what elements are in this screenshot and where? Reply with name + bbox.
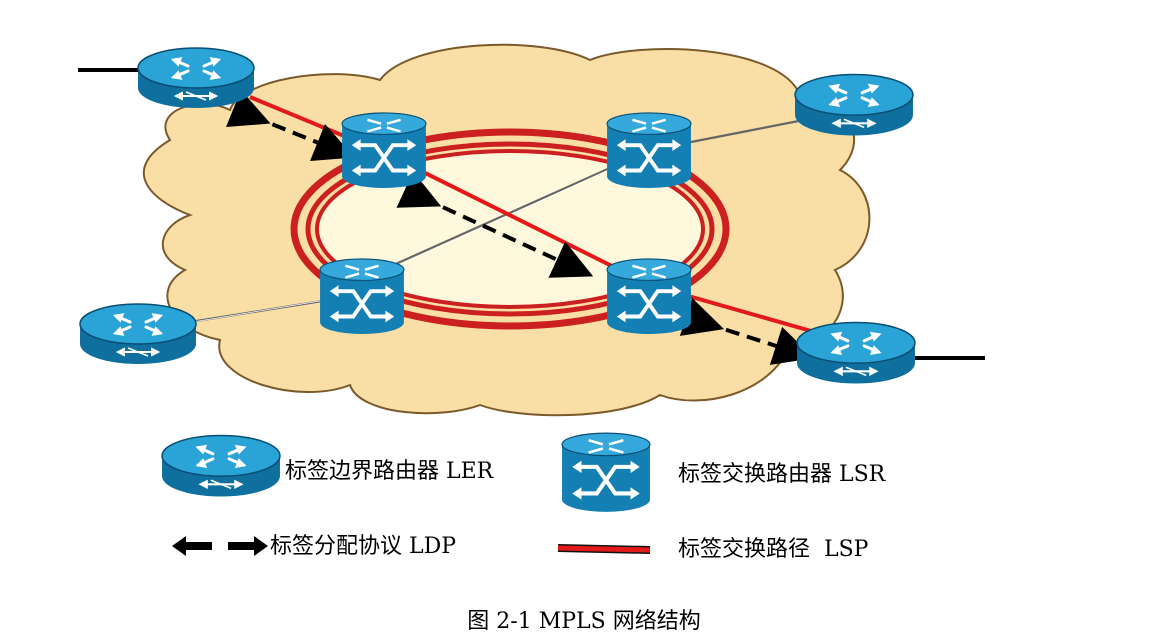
ler-router-bottom-right bbox=[795, 320, 917, 386]
legend-ler-label: 标签边界路由器 LER bbox=[285, 459, 495, 484]
legend-ldp-icon bbox=[172, 536, 268, 556]
lsr-switch-bottom-left bbox=[318, 258, 406, 336]
legend-lsr-icon bbox=[562, 433, 650, 512]
ldp-arrows bbox=[225, 89, 815, 365]
legend-ler-icon bbox=[160, 433, 282, 499]
lsr-switch-top-right bbox=[605, 112, 693, 190]
lsr-switch-top-left bbox=[340, 112, 428, 190]
legend-lsp-icon bbox=[557, 544, 651, 554]
figure-caption: 图 2-1 MPLS 网络结构 bbox=[467, 609, 700, 634]
legend-lsp-label: 标签交换路径 LSP bbox=[678, 537, 869, 562]
legend: 标签边界路由器 LER 标签交换路由器 LSR 标签分配协议 LDP 标签交换路… bbox=[160, 433, 887, 562]
ler-router-top-left bbox=[136, 46, 256, 110]
legend-ldp-label: 标签分配协议 LDP bbox=[270, 534, 456, 559]
ler-router-top-right bbox=[793, 72, 915, 138]
lsr-switch-bottom-right bbox=[605, 258, 693, 336]
legend-lsr-label: 标签交换路由器 LSR bbox=[678, 462, 887, 487]
ler-router-bottom-left bbox=[78, 302, 198, 366]
external-links bbox=[78, 68, 985, 360]
